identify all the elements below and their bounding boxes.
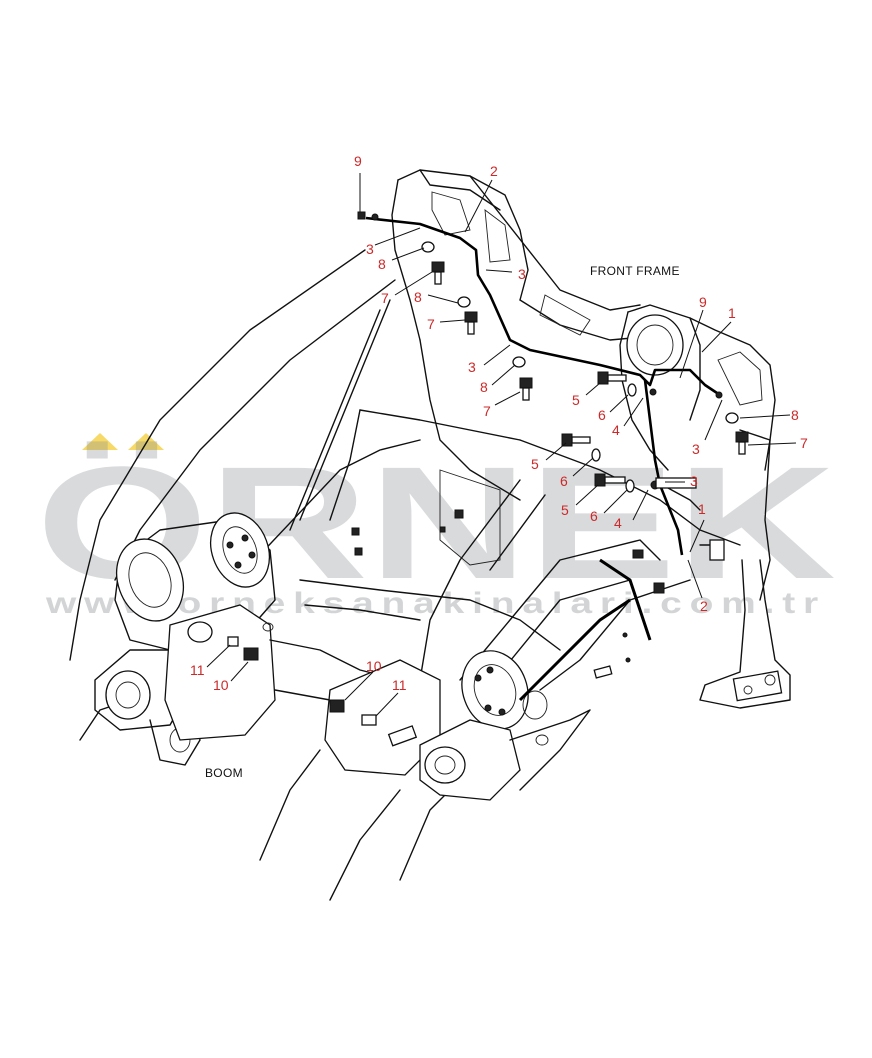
fasteners [227, 241, 749, 726]
bolt-icon [735, 431, 749, 455]
callout-1: 1 [728, 305, 736, 321]
watermark-accent-left [82, 433, 118, 450]
grease-fitting-icon [329, 699, 377, 726]
washer-icon [725, 412, 739, 424]
washer-icon [512, 356, 526, 368]
callout-10: 10 [366, 658, 382, 674]
washer-icon [457, 296, 471, 308]
callout-10: 10 [213, 677, 229, 693]
callout-7: 7 [427, 316, 435, 332]
callout-3: 3 [366, 241, 374, 257]
callout-6: 6 [598, 407, 606, 423]
grease-lines [357, 211, 725, 702]
leader-lines [206, 173, 797, 717]
callout-8: 8 [378, 256, 386, 272]
front-frame-label: FRONT FRAME [590, 264, 680, 278]
washer-icon [591, 448, 601, 462]
front-frame [299, 169, 791, 709]
cap-screw-icon [594, 473, 626, 487]
callout-9: 9 [354, 153, 362, 169]
grease-fitting-icon [227, 636, 259, 661]
boom-label: BOOM [205, 766, 243, 780]
callout-2: 2 [490, 163, 498, 179]
callout-3: 3 [690, 473, 698, 489]
callout-11: 11 [190, 662, 205, 678]
callout-6: 6 [590, 508, 598, 524]
callout-11: 11 [392, 677, 407, 693]
callout-7: 7 [381, 290, 389, 306]
callout-1: 1 [698, 501, 706, 517]
callout-numbers: 9 2 3 8 3 7 8 7 3 8 7 5 6 4 9 1 8 3 7 5 … [190, 153, 808, 693]
washer-icon [625, 479, 635, 493]
callout-9: 9 [699, 294, 707, 310]
callout-4: 4 [614, 515, 622, 531]
bolt-icon [431, 261, 445, 285]
callout-7: 7 [800, 435, 808, 451]
callout-8: 8 [480, 379, 488, 395]
callout-8: 8 [414, 289, 422, 305]
callout-5: 5 [531, 456, 539, 472]
callout-2: 2 [700, 598, 708, 614]
callout-5: 5 [572, 392, 580, 408]
callout-5: 5 [561, 502, 569, 518]
callout-6: 6 [560, 473, 568, 489]
callout-7: 7 [483, 403, 491, 419]
bolt-icon [519, 377, 533, 401]
watermark-accent-right [128, 433, 164, 450]
callout-8: 8 [791, 407, 799, 423]
callout-3: 3 [518, 266, 526, 282]
left-cylinder [94, 512, 401, 766]
callout-3: 3 [468, 359, 476, 375]
washer-icon [421, 241, 435, 253]
cap-screw-icon [561, 433, 591, 447]
callout-4: 4 [612, 422, 620, 438]
right-cylinder [324, 539, 691, 801]
cap-screw-icon [597, 371, 627, 385]
bolt-icon [464, 311, 478, 335]
washer-icon [627, 383, 637, 397]
callout-3: 3 [692, 441, 700, 457]
